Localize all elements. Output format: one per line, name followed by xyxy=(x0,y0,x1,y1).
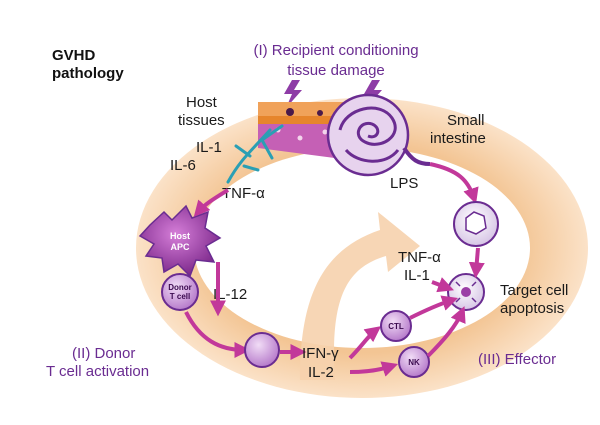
host-apc-cell: Host APC xyxy=(138,204,222,278)
to-nk-arrow xyxy=(349,361,399,377)
nk-label: NK xyxy=(408,358,420,367)
effector-tnf-alpha: TNF-α xyxy=(398,249,441,266)
target-label-line1: Target cell xyxy=(500,282,568,299)
cytokine-il12: IL-12 xyxy=(213,286,247,303)
small-intestine-icon xyxy=(326,93,431,177)
host-tissues-label-line1: Host xyxy=(186,94,218,111)
cytokine-il2: IL-2 xyxy=(308,364,334,381)
phase-three-label: (III) Effector xyxy=(478,351,556,368)
target-cell-upper xyxy=(453,201,499,247)
lightning-icon xyxy=(284,80,302,108)
lightning-icon xyxy=(364,80,382,108)
phase-two-line1: (II) Donor xyxy=(72,345,135,362)
nk-cell: NK xyxy=(398,346,430,378)
ctl-label: CTL xyxy=(388,322,404,331)
donor-t-label-line1: Donor xyxy=(168,283,192,292)
donor-t-label-line2: T cell xyxy=(170,292,190,301)
dendrite-icon xyxy=(226,124,284,184)
diagram-title-line2: pathology xyxy=(52,65,124,82)
host-apc-label-line1: Host xyxy=(170,231,190,241)
target-label-line2: apoptosis xyxy=(500,300,564,317)
target-down-arrow xyxy=(468,247,485,279)
phase-one-line1: (I) Recipient conditioning xyxy=(253,42,418,59)
phase-one-line2: tissue damage xyxy=(287,62,385,79)
host-apc-label-line2: APC xyxy=(170,242,190,252)
small-intestine-label-line1: Small xyxy=(447,112,485,129)
host-tissues-label-line2: tissues xyxy=(178,112,225,129)
tnf-to-apc-arrow xyxy=(193,188,230,217)
phase-two-line2: T cell activation xyxy=(46,363,149,380)
activated-t-cell xyxy=(244,332,280,368)
ctl-to-target-arrow xyxy=(409,295,459,320)
effector-il1: IL-1 xyxy=(404,267,430,284)
nk-to-target-arrow xyxy=(426,306,466,358)
cytokine-ifn-gamma: IFN-γ xyxy=(302,345,339,362)
cytokine-tnf-alpha: TNF-α xyxy=(222,185,265,202)
lps-label: LPS xyxy=(390,175,418,192)
cytokine-il6: IL-6 xyxy=(170,157,196,174)
to-ctl-arrow xyxy=(348,326,382,360)
ctl-cell: CTL xyxy=(380,310,412,342)
donor-t-cell: Donor T cell xyxy=(161,273,199,311)
lps-arrow xyxy=(429,162,479,205)
cytokine-to-target-arrow xyxy=(431,277,454,293)
small-intestine-label-line2: intestine xyxy=(430,130,486,147)
target-cell-lower xyxy=(447,273,485,311)
diagram-title-line1: GVHD xyxy=(52,47,96,64)
cytokine-il1: IL-1 xyxy=(196,139,222,156)
activation-arrow xyxy=(184,311,251,358)
